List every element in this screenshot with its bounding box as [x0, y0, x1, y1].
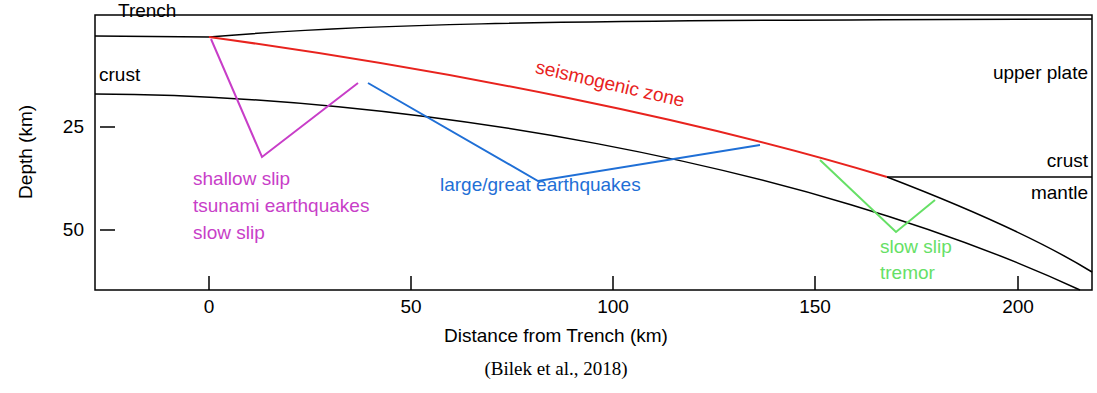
trench-label: Trench [118, 0, 176, 22]
slip-label: slow slip [193, 222, 265, 244]
slip-label: shallow slip [193, 168, 290, 190]
deep-bracket [820, 160, 935, 232]
eq-label: large/great earthquakes [440, 174, 641, 196]
tick-label: 50 [400, 296, 421, 318]
slab-top [887, 177, 1092, 272]
axis-title: Distance from Trench (km) [444, 325, 668, 347]
tick-label: 150 [799, 296, 831, 318]
mantle-label: mantle [1031, 182, 1088, 204]
plate-label: upper plate [993, 62, 1088, 84]
plot-frame [95, 15, 1092, 290]
seismogenic-zone-line [209, 37, 887, 177]
upper-plate-surface [95, 19, 1092, 37]
slip-label: slow slip [880, 236, 952, 258]
crust-label: crust [1047, 150, 1088, 172]
tick-label: 200 [1002, 296, 1034, 318]
crust-label: crust [99, 64, 140, 86]
tick-label: 0 [204, 296, 215, 318]
zone-label: seismogenic zone [533, 56, 686, 111]
slab-crust-base [95, 94, 1080, 290]
great-eq-bracket [368, 83, 760, 181]
tick-label: 50 [63, 219, 84, 241]
shallow-bracket [211, 39, 358, 157]
axis-title: Depth (km) [15, 105, 37, 199]
tick-label: 100 [597, 296, 629, 318]
figure-caption: (Bilek et al., 2018) [485, 358, 628, 380]
y-ticks [100, 127, 115, 230]
crust-mantle-boundary [887, 176, 1092, 178]
tick-label: 25 [63, 116, 84, 138]
slip-label: tsunami earthquakes [193, 195, 369, 217]
tremor-label: tremor [880, 262, 935, 284]
